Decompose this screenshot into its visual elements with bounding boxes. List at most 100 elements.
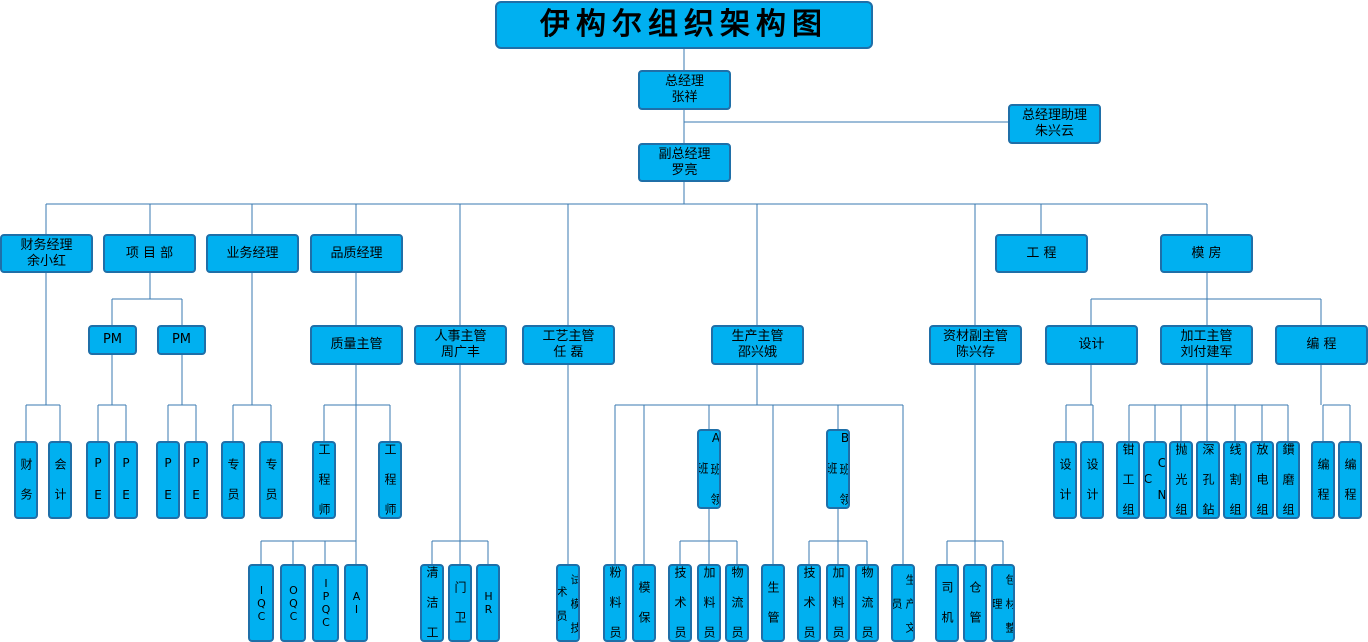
node-machining-group-2[interactable]: C N C: [1143, 441, 1167, 519]
node-machining-supervisor[interactable]: 加工主管刘付建军: [1160, 325, 1253, 365]
node-deputy-general-manager[interactable]: 副总经理罗亮: [638, 143, 731, 182]
node-quality-engineer-1[interactable]: 工 程 师: [312, 441, 336, 519]
role-label: 鏆 磨 组: [1281, 443, 1295, 517]
role-label: 抛 光 组: [1174, 443, 1188, 517]
node-team-b-staff-1[interactable]: 技 术 员: [797, 564, 821, 642]
node-materials-deputy[interactable]: 资材副主管陈兴存: [929, 325, 1022, 365]
role-label: 门 卫: [453, 581, 467, 625]
role-label: 物 流 员: [730, 566, 744, 640]
role-label: 财 务: [19, 458, 33, 502]
role-label: 仓 管: [968, 581, 982, 625]
role-label: AI: [350, 590, 363, 616]
node-designer-2[interactable]: 设 计: [1080, 441, 1104, 519]
chart-title: 伊构尔组织架构图: [495, 1, 873, 49]
role-label: 技 术 员: [673, 566, 687, 640]
role-label: 深 孔 鉆: [1201, 443, 1215, 517]
node-inspector-oqc[interactable]: OQC: [280, 564, 306, 642]
role-label: 资材副主管: [942, 329, 1008, 344]
node-team-b-staff-3[interactable]: 物 流 员: [855, 564, 879, 642]
node-hr-supervisor[interactable]: 人事主管周广丰: [414, 325, 507, 365]
node-team-b-lead[interactable]: B 班 领 班: [826, 429, 850, 509]
node-mold-design[interactable]: 设计: [1045, 325, 1138, 365]
node-pm-2[interactable]: PM: [157, 325, 206, 355]
node-machining-group-4[interactable]: 深 孔 鉆: [1196, 441, 1220, 519]
node-machining-group-1[interactable]: 钳 工 组: [1116, 441, 1140, 519]
role-label: 加 料 员: [702, 566, 716, 640]
role-label: 试 模 技 术 员: [556, 573, 580, 633]
node-quality-manager[interactable]: 品质经理: [310, 234, 403, 273]
node-project-dept[interactable]: 项 目 部: [103, 234, 196, 273]
node-production-direct-3[interactable]: 生 管: [761, 564, 785, 642]
node-quality-supervisor[interactable]: 质量主管: [310, 325, 403, 365]
role-label: 生 产 文 员: [891, 573, 915, 633]
node-sales-staff-2[interactable]: 专 员: [259, 441, 283, 519]
role-label: PM: [102, 332, 123, 347]
node-hr-staff-3[interactable]: HR: [476, 564, 500, 642]
role-label: 专 员: [264, 458, 278, 502]
node-materials-staff-1[interactable]: 司 机: [935, 564, 959, 642]
node-pe-4[interactable]: P E: [184, 441, 208, 519]
node-machining-group-3[interactable]: 抛 光 组: [1169, 441, 1193, 519]
node-machining-group-5[interactable]: 线 割 组: [1223, 441, 1247, 519]
node-mold-programming[interactable]: 编 程: [1275, 325, 1368, 365]
chart-title-text: 伊构尔组织架构图: [540, 7, 828, 42]
role-label: 粉 料 员: [608, 566, 622, 640]
role-label: 包 材 整 理: [991, 573, 1015, 633]
node-sales-staff-1[interactable]: 专 员: [221, 441, 245, 519]
node-pe-1[interactable]: P E: [86, 441, 110, 519]
role-label: 加工主管: [1180, 329, 1233, 344]
node-process-staff-1[interactable]: 试 模 技 术 员: [556, 564, 580, 642]
node-pm-1[interactable]: PM: [88, 325, 137, 355]
node-team-a-staff-2[interactable]: 加 料 员: [697, 564, 721, 642]
node-team-a-lead[interactable]: A 班 领 班: [697, 429, 721, 509]
node-production-direct-1[interactable]: 粉 料 员: [603, 564, 627, 642]
role-label: 模 房: [1191, 245, 1222, 261]
node-hr-staff-2[interactable]: 门 卫: [448, 564, 472, 642]
node-sales-manager[interactable]: 业务经理: [206, 234, 299, 273]
node-general-manager[interactable]: 总经理张祥: [638, 70, 731, 110]
node-finance-manager[interactable]: 财务经理余小红: [0, 234, 93, 273]
role-label: C N C: [1143, 456, 1167, 504]
node-quality-engineer-2[interactable]: 工 程 师: [378, 441, 402, 519]
person-name: 任 磊: [553, 345, 584, 360]
role-label: 工 程 师: [317, 443, 331, 517]
role-label: 工 程 师: [383, 443, 397, 517]
role-label: 质量主管: [330, 337, 383, 352]
person-name: 邵兴娥: [737, 345, 777, 360]
role-label: P E: [119, 456, 133, 504]
node-programmer-1[interactable]: 编 程: [1311, 441, 1335, 519]
node-pe-2[interactable]: P E: [114, 441, 138, 519]
role-label: P E: [189, 456, 203, 504]
node-materials-staff-3[interactable]: 包 材 整 理: [991, 564, 1015, 642]
node-process-supervisor[interactable]: 工艺主管任 磊: [522, 325, 615, 365]
node-production-supervisor[interactable]: 生产主管邵兴娥: [711, 325, 804, 365]
node-inspector-ipqc[interactable]: IPQC: [312, 564, 339, 642]
node-finance-staff-1[interactable]: 财 务: [14, 441, 38, 519]
node-production-direct-4[interactable]: 生 产 文 员: [891, 564, 915, 642]
node-machining-group-7[interactable]: 鏆 磨 组: [1276, 441, 1300, 519]
node-general-manager-assistant[interactable]: 总经理助理朱兴云: [1008, 104, 1101, 144]
node-designer-1[interactable]: 设 计: [1053, 441, 1077, 519]
person-name: 罗亮: [671, 162, 698, 178]
node-hr-staff-1[interactable]: 清 洁 工: [420, 564, 444, 642]
node-programmer-2[interactable]: 编 程: [1338, 441, 1362, 519]
role-label: A 班 领 班: [697, 431, 721, 507]
node-inspector-iqc[interactable]: IQC: [248, 564, 274, 642]
node-production-direct-2[interactable]: 模 保: [632, 564, 656, 642]
node-team-a-staff-1[interactable]: 技 术 员: [668, 564, 692, 642]
node-machining-group-6[interactable]: 放 电 组: [1250, 441, 1274, 519]
person-name: 余小红: [26, 253, 66, 269]
node-team-b-staff-2[interactable]: 加 料 员: [826, 564, 850, 642]
role-label: 加 料 员: [831, 566, 845, 640]
node-team-a-staff-3[interactable]: 物 流 员: [725, 564, 749, 642]
node-mold-room[interactable]: 模 房: [1160, 234, 1253, 273]
node-pe-3[interactable]: P E: [156, 441, 180, 519]
node-finance-staff-2[interactable]: 会 计: [48, 441, 72, 519]
node-engineering[interactable]: 工 程: [995, 234, 1088, 273]
node-inspector-ai[interactable]: AI: [344, 564, 368, 642]
role-label: P E: [91, 456, 105, 504]
person-name: 周广丰: [440, 345, 480, 360]
node-materials-staff-2[interactable]: 仓 管: [963, 564, 987, 642]
role-label: 总经理助理: [1021, 108, 1087, 123]
